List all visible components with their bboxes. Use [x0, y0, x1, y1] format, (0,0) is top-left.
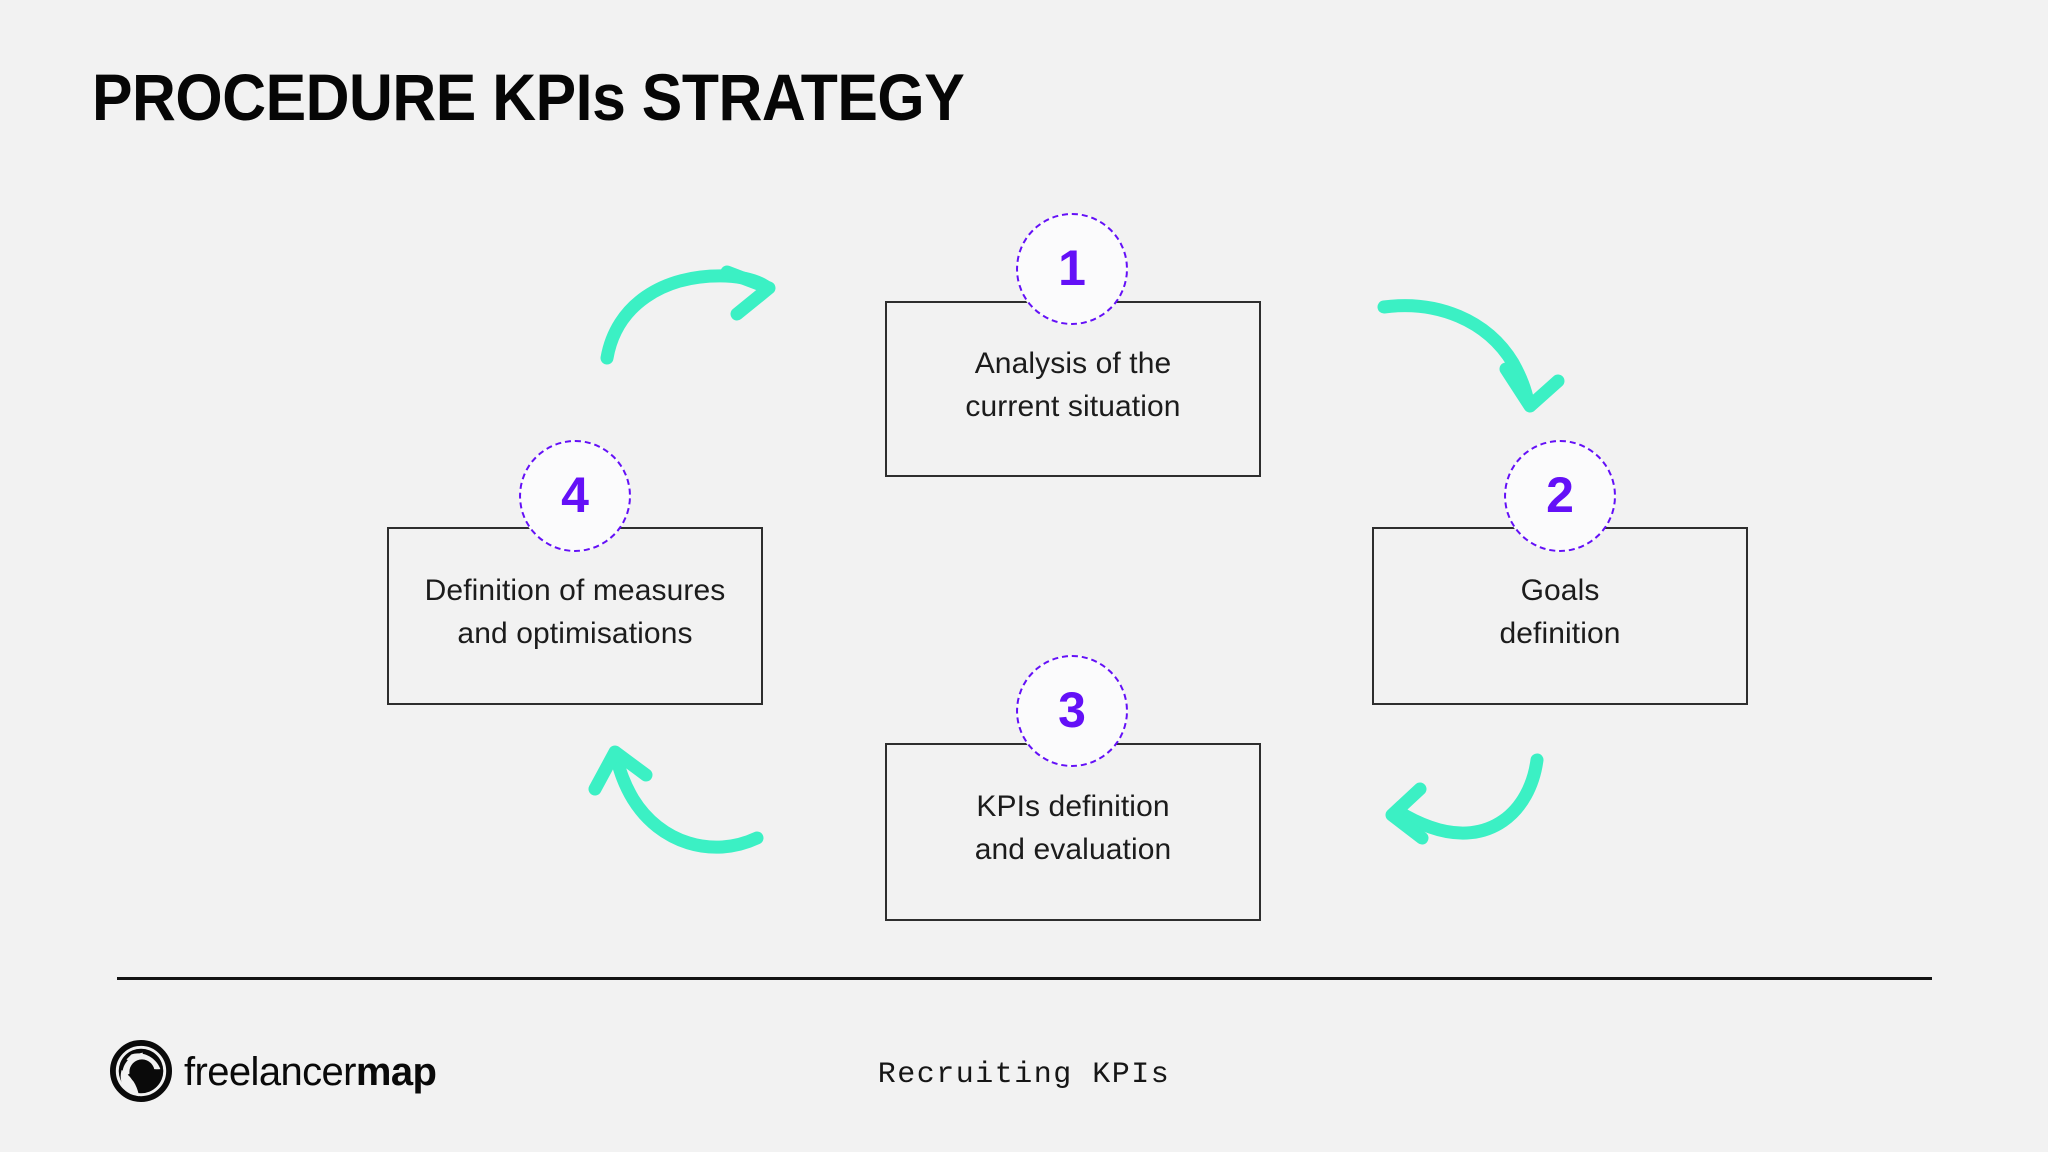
step-number-2: 2 — [1546, 467, 1574, 523]
logo-word-bold: map — [355, 1050, 437, 1094]
footer-divider — [117, 977, 1932, 980]
step-label-4: Definition of measures and optimisations — [424, 574, 726, 650]
step-box-4[interactable]: Definition of measures and optimisations — [387, 527, 763, 705]
arrow-top-left-icon — [600, 265, 776, 365]
freelancermap-logo[interactable]: freelancermap — [110, 1040, 437, 1102]
step-label-3: KPIs definition and evaluation — [974, 790, 1172, 866]
footer-caption: Recruiting KPIs — [877, 1058, 1171, 1092]
step-box-3[interactable]: KPIs definition and evaluation — [885, 743, 1261, 921]
step-number-3: 3 — [1058, 682, 1086, 738]
step-label-1: Analysis of the current situation — [965, 347, 1181, 423]
arrow-bottom-right-icon — [1385, 753, 1544, 845]
step-label-2: Goals definition — [1499, 574, 1621, 650]
step-number-4: 4 — [561, 467, 589, 523]
step-badge-2[interactable]: 2 — [1504, 440, 1616, 552]
step-badge-3[interactable]: 3 — [1016, 655, 1128, 767]
step-badge-4[interactable]: 4 — [519, 440, 631, 552]
logo-wordmark: freelancermap — [184, 1050, 437, 1094]
logo-word-light: freelancer — [184, 1050, 356, 1094]
step-number-1: 1 — [1058, 240, 1086, 296]
page-title: PROCEDURE KPIs STRATEGY — [92, 60, 965, 134]
arrow-top-right-icon — [1377, 299, 1565, 413]
arrow-bottom-left-icon — [588, 745, 764, 854]
step-box-2[interactable]: Goals definition — [1372, 527, 1748, 705]
step-box-1[interactable]: Analysis of the current situation — [885, 301, 1261, 477]
step-badge-1[interactable]: 1 — [1016, 213, 1128, 325]
aperture-logo-icon — [110, 1040, 172, 1102]
